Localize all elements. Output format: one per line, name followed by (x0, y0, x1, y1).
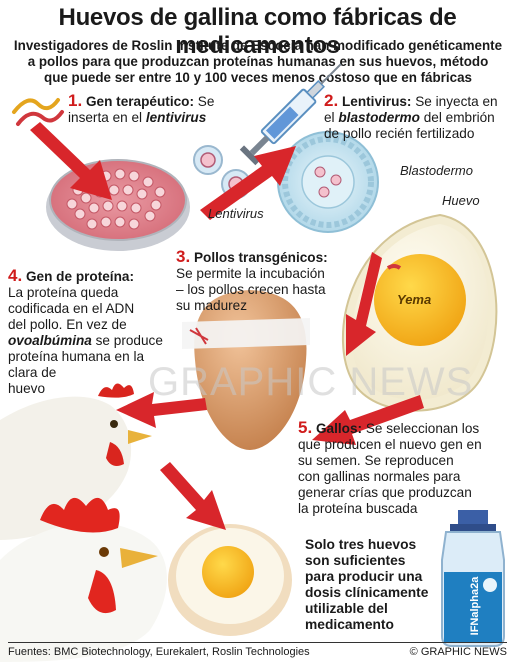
step-5-line-2: que producen el nuevo gen en (298, 437, 482, 452)
step-3-line-1: Se permite la incubación (176, 266, 325, 281)
step-5-line-4: con gallinas normales para (298, 469, 461, 484)
page-title: Huevos de gallina como fábricas de medic… (58, 4, 457, 59)
gene-icon (12, 98, 64, 126)
step-1-heading: Gen terapéutico: (85, 94, 194, 109)
result-line-6: medicamento (305, 617, 394, 632)
step-1: 1. Gen terapéutico: Se inserta en el len… (68, 91, 278, 126)
arrow-3 (346, 252, 382, 356)
step-1-text-2: inserta en el (68, 110, 146, 125)
step-4-number: 4. (8, 266, 23, 285)
rooster-image (0, 497, 167, 662)
step-3: 3. Pollos transgénicos: Se permite la in… (176, 247, 356, 314)
result-line-4: dosis clínicamente (305, 585, 429, 600)
step-1-number: 1. (68, 91, 83, 110)
step-5-line-5: generar crías que produzcan (298, 485, 472, 500)
watermark: GRAPHIC NEWS (148, 360, 474, 404)
arrow-2 (200, 146, 296, 220)
step-2-text-3: de pollo recién fertilizado (324, 126, 475, 141)
step-4-emphasis: ovoalbúmina (8, 333, 92, 348)
step-5-text: Se seleccionan los (362, 421, 480, 436)
subtitle-line-1: Investigadores de Roslin Institute de Es… (13, 38, 503, 53)
step-3-line-2: – los pollos crecen hasta (176, 282, 326, 297)
step-1-emphasis: lentivirus (145, 110, 207, 125)
step-4-line-5: proteína humana en la (8, 349, 145, 364)
arrow-4 (116, 392, 207, 428)
arrow-1 (30, 122, 112, 200)
step-5-number: 5. (298, 418, 313, 437)
subtitle-line-3: que puede ser entre 10 y 100 veces menos… (44, 70, 472, 85)
step-2-heading: Lentivirus: (341, 94, 412, 109)
step-1-text: Se (193, 94, 215, 109)
step-4-after: se produce (91, 333, 163, 348)
result-line-5: utilizable del (305, 601, 388, 616)
subtitle: Investigadores de Roslin Institute de Es… (8, 38, 508, 86)
petri-dish-image (46, 159, 190, 251)
halved-egg-image (168, 524, 292, 636)
step-3-number: 3. (176, 247, 191, 266)
step-4-heading: Gen de proteína: (25, 269, 134, 284)
step-4-line-2: codificada en el ADN (8, 301, 135, 316)
lentivirus-label: Lentivirus (208, 206, 264, 221)
step-4-line-1: La proteína queda (8, 285, 119, 300)
egg-cross-section-image (342, 213, 498, 412)
step-2-emphasis: blastodermo (338, 110, 420, 125)
huevo-label: Huevo (442, 193, 480, 208)
flow-arrows (30, 122, 424, 530)
step-4-line-6: clara de (8, 365, 57, 380)
result-line-3: para producir una (305, 569, 423, 584)
result-line-2: son suficientes (305, 553, 406, 568)
step-3-heading: Pollos transgénicos: (193, 250, 328, 265)
step-2-number: 2. (324, 91, 339, 110)
vial-label: IFNalpha2a (469, 576, 481, 636)
step-3-line-3: su madurez (176, 298, 248, 313)
step-4: 4. Gen de proteína: La proteína queda co… (8, 266, 178, 397)
blastodermo-label: Blastodermo (400, 163, 473, 178)
subtitle-line-2: a pollos para que produzcan proteínas hu… (27, 54, 489, 69)
step-5: 5. Gallos: Se seleccionan los que produc… (298, 418, 510, 517)
step-5-heading: Gallos: (315, 421, 363, 436)
footer-sources: Fuentes: BMC Biotechnology, Eurekalert, … (8, 646, 310, 658)
vial-image (441, 510, 505, 647)
step-4-line-7: huevo (8, 381, 46, 396)
brown-egg-image (182, 290, 310, 450)
step-2-text-2a: el (324, 110, 339, 125)
footer-credit: © GRAPHIC NEWS (409, 646, 507, 658)
step-2: 2. Lentivirus: Se inyecta en el blastode… (324, 91, 514, 142)
syringe-image (239, 63, 342, 166)
footer-divider (8, 642, 507, 643)
step-5-line-6: la proteína buscada (298, 501, 418, 516)
step-2-text-2b: del embrión (419, 110, 495, 125)
yema-label: Yema (397, 292, 432, 307)
result-line-1: Solo tres huevos (305, 537, 417, 552)
blastoderm-image (277, 131, 379, 233)
step-5-line-3: su semen. Se reproducen (298, 453, 454, 468)
step-2-text: Se inyecta en (411, 94, 498, 109)
arrow-5 (312, 395, 424, 445)
result-text: Solo tres huevos son suficientes para pr… (305, 537, 445, 633)
arrow-6 (160, 462, 226, 530)
step-4-line-3: del pollo. En vez de (8, 317, 127, 332)
